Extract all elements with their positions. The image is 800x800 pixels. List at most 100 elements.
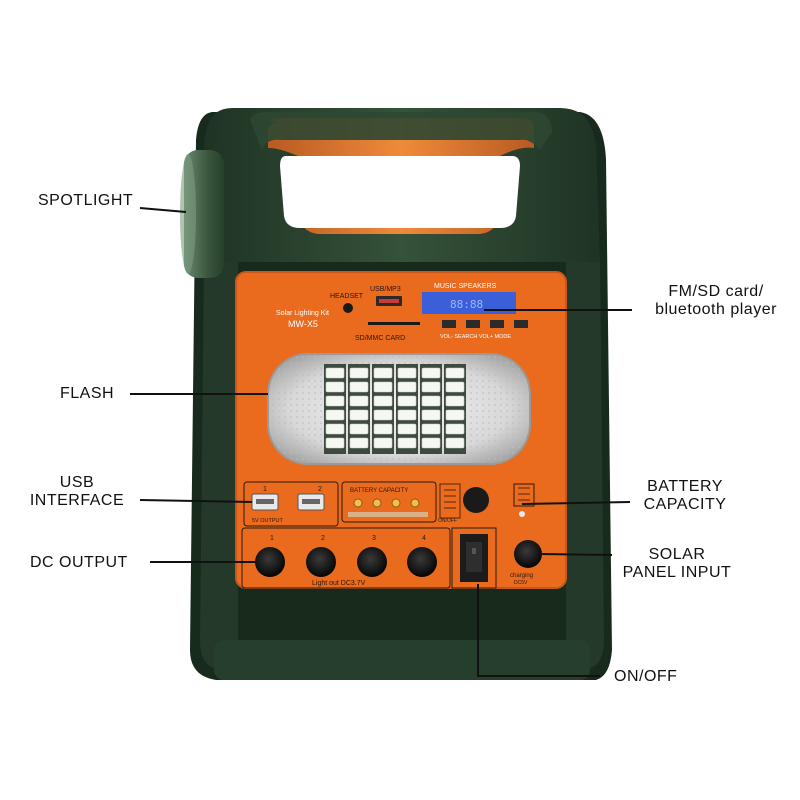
battery-led-3 xyxy=(391,498,401,508)
led-chip xyxy=(373,409,393,421)
light-knob[interactable] xyxy=(463,487,489,513)
usb-mp3-label: USB/MP3 xyxy=(370,286,401,293)
on-off-leader xyxy=(477,584,600,677)
headset-label: HEADSET xyxy=(330,293,364,300)
usb-interface-line1: USB xyxy=(59,474,95,491)
mode-button[interactable] xyxy=(514,320,528,328)
speaker-grille: ON/OFF xyxy=(438,483,461,524)
led-chip xyxy=(325,423,345,435)
dc-port-2[interactable] xyxy=(306,547,336,577)
battery-led-1 xyxy=(353,498,363,508)
solar-panel-line2: PANEL INPUT xyxy=(622,564,732,581)
usb-port-1-label: 1 xyxy=(263,486,267,493)
spotlight-leader xyxy=(139,207,187,213)
solar-input-jack[interactable]: charging DC5V xyxy=(510,540,542,586)
sd-card-slot[interactable]: SD/MMC CARD xyxy=(355,322,420,342)
battery-leader xyxy=(521,501,631,505)
usb-leader xyxy=(139,499,253,503)
led-chip xyxy=(397,395,417,407)
spotlight-lamp xyxy=(180,150,224,278)
usb-output-label: 5V OUTPUT xyxy=(252,518,284,524)
on-off-switch[interactable] xyxy=(451,527,497,589)
model-text: MW-X5 xyxy=(288,319,318,329)
led-chip xyxy=(325,395,345,407)
on-off-label: ON/OFF xyxy=(614,668,678,685)
dc-port-3[interactable] xyxy=(357,547,387,577)
kit-name: Solar Lighting Kit MW-X5 xyxy=(276,310,329,329)
display-digits: 88:88 xyxy=(450,298,483,311)
usb-port-2-label: 2 xyxy=(318,486,322,493)
led-chip xyxy=(325,367,345,379)
led-chip xyxy=(397,367,417,379)
battery-led-4 xyxy=(410,498,420,508)
led-chip xyxy=(325,437,345,449)
led-chip xyxy=(445,437,465,449)
led-chip xyxy=(421,409,441,421)
dc-port-1[interactable] xyxy=(255,547,285,577)
led-chip xyxy=(349,367,369,379)
leader-lines xyxy=(130,207,632,677)
dc-port-3-label: 3 xyxy=(372,535,376,542)
vol-down-button[interactable] xyxy=(442,320,456,328)
solar-panel-input-callout: SOLAR PANEL INPUT xyxy=(612,546,742,582)
dc-output-label: DC OUTPUT xyxy=(30,554,128,571)
fm-player-line1: FM/SD card/ xyxy=(668,283,764,300)
music-speakers-label: MUSIC SPEAKERS xyxy=(434,283,497,290)
dc-port-4[interactable] xyxy=(407,547,437,577)
fm-player-line2: bluetooth player xyxy=(655,301,777,318)
led-chip xyxy=(373,395,393,407)
music-player: MUSIC SPEAKERS 88:88 VOL- SEARCH VOL+ MO… xyxy=(422,283,528,340)
player-display xyxy=(422,292,516,314)
dc-port-1-label: 1 xyxy=(270,535,274,542)
led-chip xyxy=(373,381,393,393)
usb-mp3-slot[interactable]: USB/MP3 xyxy=(370,286,402,306)
charging-voltage: DC5V xyxy=(514,580,528,586)
battery-capacity-indicator: BATTERY CAPACITY xyxy=(341,481,437,523)
led-chip xyxy=(373,367,393,379)
led-chip xyxy=(421,395,441,407)
led-chip xyxy=(397,423,417,435)
solar-panel-line1: SOLAR xyxy=(648,546,706,563)
search-button[interactable] xyxy=(466,320,480,328)
usb-interface-label: USB INTERFACE xyxy=(22,474,132,510)
player-buttons-label: VOL- SEARCH VOL+ MODE xyxy=(440,334,511,340)
headset-jack[interactable]: HEADSET xyxy=(330,293,364,313)
led-chip xyxy=(421,423,441,435)
dc-port-2-label: 2 xyxy=(321,535,325,542)
battery-capacity-callout: BATTERY CAPACITY xyxy=(630,478,740,514)
battery-led-2 xyxy=(372,498,382,508)
battery-capacity-line1: BATTERY xyxy=(647,478,723,495)
dc-output-ports: 1 2 3 4 Light out DC3.7V xyxy=(241,527,451,589)
led-chip xyxy=(421,381,441,393)
led-chip xyxy=(445,423,465,435)
flash-label: FLASH xyxy=(60,385,115,402)
led-chip xyxy=(445,395,465,407)
led-chip xyxy=(349,437,369,449)
on-off-small-label: ON/OFF xyxy=(438,518,457,524)
player-buttons[interactable] xyxy=(442,320,528,328)
led-chip xyxy=(349,381,369,393)
dc-port-4-label: 4 xyxy=(422,535,426,542)
led-chip xyxy=(445,409,465,421)
flash-light xyxy=(267,353,531,465)
spotlight-label: SPOTLIGHT xyxy=(38,192,134,209)
led-chip xyxy=(421,437,441,449)
led-chip xyxy=(349,409,369,421)
light-out-label: Light out DC3.7V xyxy=(312,580,366,587)
led-chip xyxy=(397,409,417,421)
battery-capacity-line2: CAPACITY xyxy=(643,496,727,513)
led-chip xyxy=(325,409,345,421)
led-chip xyxy=(373,423,393,435)
solar-leader xyxy=(539,553,613,556)
vol-up-button[interactable] xyxy=(490,320,504,328)
solar-icon xyxy=(513,483,535,517)
led-chip xyxy=(397,381,417,393)
led-chip xyxy=(397,437,417,449)
led-chip xyxy=(325,381,345,393)
usb-interface-line2: INTERFACE xyxy=(29,492,125,509)
led-grid xyxy=(324,364,466,454)
usb-ports: 1 2 5V OUTPUT xyxy=(243,481,339,527)
led-chip xyxy=(373,437,393,449)
fm-player-label: FM/SD card/ bluetooth player xyxy=(636,283,796,319)
